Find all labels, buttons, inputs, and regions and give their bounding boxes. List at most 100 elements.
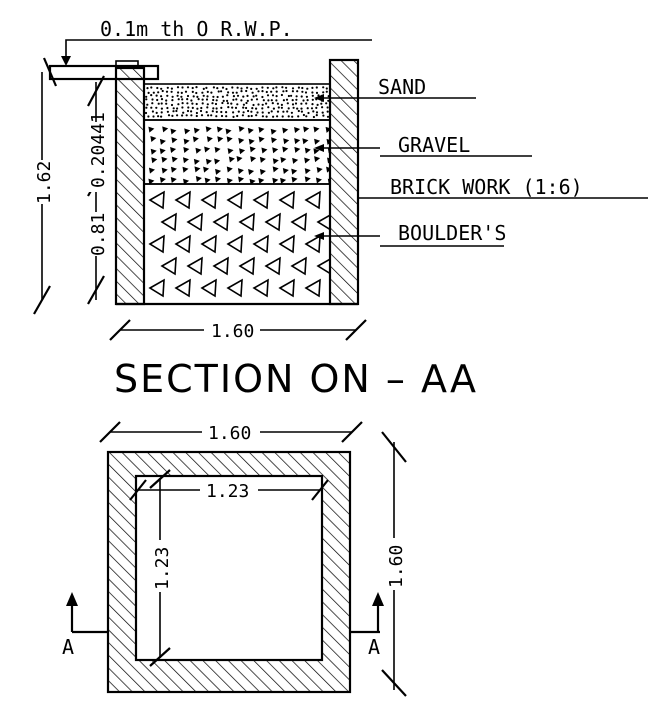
gravel-stone [204,146,211,153]
sand-grain [205,86,208,89]
pipe-leader-arrow [61,56,71,66]
sand-grain [216,95,219,99]
sand-grain [311,86,314,89]
gravel-stone [247,127,254,134]
sand-grain [200,114,204,117]
gravel-stone [195,147,202,154]
boulder-stone [148,190,165,210]
sand-grain [266,94,270,97]
sand-grain [282,99,285,102]
sand-grain [307,111,310,115]
boulder-label: BOULDER'S [398,221,506,245]
gravel-stone [159,148,166,155]
gravel-stone [314,156,321,163]
sand-grain [145,106,148,109]
boulder-stone [304,190,321,210]
sand-grain [195,91,198,95]
sand-grain [255,87,258,90]
sand-grain [221,95,224,98]
gravel-stone [150,148,157,155]
sand-grain [232,98,235,101]
dim-boulder-height-text: 0.81 [88,213,109,256]
sand-grain [275,86,278,89]
section-title: SECTION ON – AA [114,357,478,401]
sand-label: SAND [378,75,426,99]
sand-grain [285,89,288,93]
gravel-stone [304,157,311,164]
sand-grain [182,111,185,114]
sand-grain [270,99,273,102]
boulder-stone [238,212,255,232]
sand-grain [181,114,184,117]
sand-grain [210,91,213,94]
boulder-stone [148,234,165,254]
sand-grain [205,111,208,114]
dim-plan-outer-width-text: 1.60 [208,423,251,444]
sand-grain [187,106,190,109]
sand-grain [242,103,245,106]
gravel-stone [170,166,177,173]
gravel-stone [238,126,245,133]
sand-grain [199,109,203,113]
sand-grain [227,106,230,109]
plan-wall-hatch [108,452,350,692]
sand-grain [242,95,245,98]
sand-grain [246,99,249,102]
sand-grain [287,94,290,98]
sand-grain [315,86,318,89]
sand-grain [236,86,239,89]
gravel-stone [326,166,330,173]
sand-grain [315,111,319,114]
section-cut-left-label: A [62,635,74,659]
sand-grain [276,102,279,105]
sand-grain [315,106,318,109]
sand-grain [225,111,228,114]
sand-grain [171,114,174,117]
sand-grain [147,115,150,118]
gravel-stone [248,168,255,175]
sand-grain [176,86,180,89]
gravel-stone [171,137,178,144]
gravel-stone [313,148,320,155]
sand-grain [236,114,239,118]
boulder-stone [160,212,177,232]
sand-grain [176,107,179,110]
sand-grain [297,109,300,113]
sand-grain [150,86,153,89]
sand-grain [155,111,158,114]
sand-grain [176,94,179,97]
sand-grain [190,114,193,117]
dim-plan-inner-width-text: 1.23 [206,481,249,502]
gravel-stone [159,177,166,184]
sand-grain [231,106,234,109]
sand-grain [166,106,169,110]
sand-grain [261,111,264,114]
sand-grain [251,107,254,110]
sand-grain [282,90,285,93]
boulder-stone [278,234,295,254]
gravel-stone [316,167,323,174]
sand-grain [246,86,249,89]
sand-grain [256,111,259,114]
gravel-stone [249,146,256,153]
boulder-stone [160,256,177,276]
sand-grain [246,94,249,97]
sand-grain [220,110,223,114]
sand-grain [186,98,189,101]
sand-grain [255,94,258,97]
sand-grain [156,98,159,102]
gravel-stone [294,127,301,134]
sand-grain [236,103,239,106]
sand-grain [152,91,155,94]
section-cut-left: A [62,592,108,659]
gravel-stone [214,176,221,183]
gravel-stone [151,157,158,164]
gravel-stone [195,176,202,183]
gravel-stone [225,128,232,135]
dim-plan-inner-height: 1.23 [146,469,174,667]
sand-grain [247,115,250,118]
sand-grain [240,99,243,102]
sand-grain [232,95,235,98]
sand-grain [146,103,149,106]
sand-grain [226,99,229,102]
